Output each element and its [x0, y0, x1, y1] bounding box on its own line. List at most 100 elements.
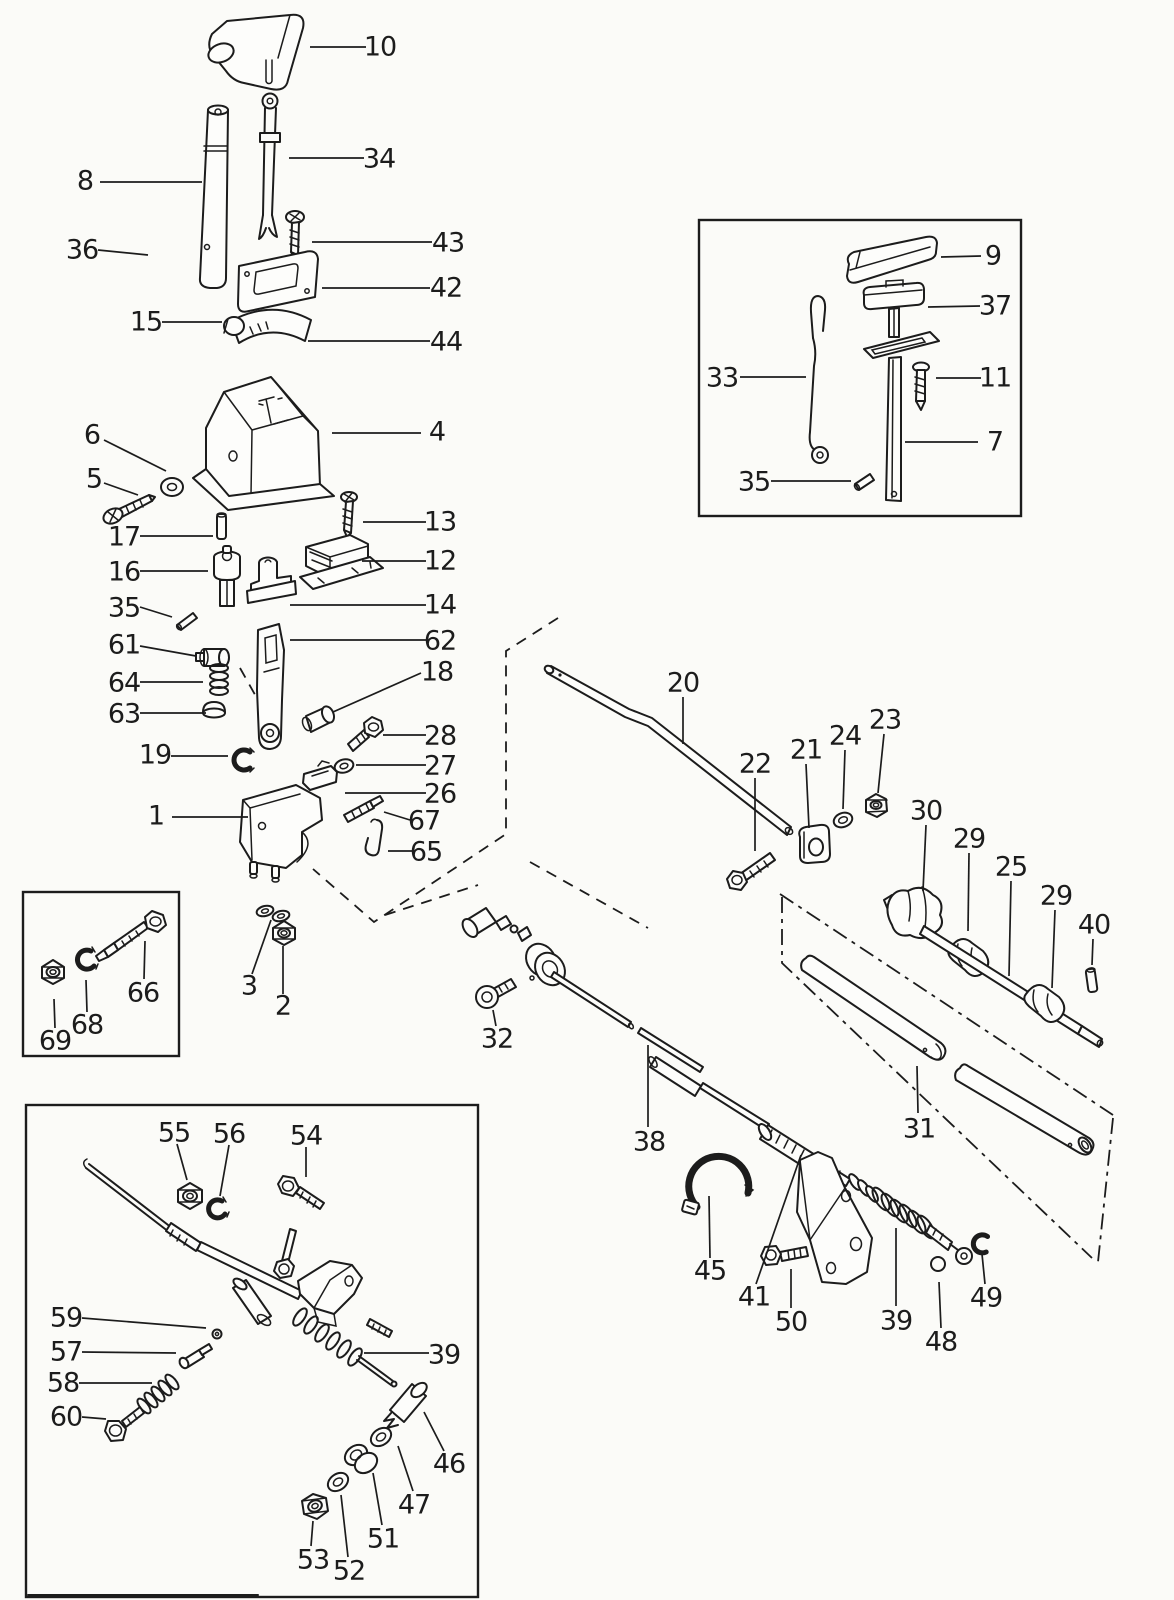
part-35-pin-left: [175, 612, 198, 631]
callout-label-27: 27: [424, 751, 456, 782]
callout-69: 69: [39, 998, 72, 1057]
callout-30: 30: [910, 796, 943, 892]
callout-45: 45: [694, 1195, 727, 1287]
callout-16: 16: [108, 557, 208, 588]
callout-label-40: 40: [1078, 910, 1110, 941]
part-57-fitting: [178, 1343, 213, 1370]
part-3-washers: [255, 904, 291, 923]
callout-label-54: 54: [290, 1121, 322, 1152]
callout-label-29: 29: [953, 824, 985, 855]
part-39-cable-assembly: [83, 1158, 398, 1388]
callout-label-56: 56: [213, 1119, 245, 1150]
callout-61: 61: [108, 630, 197, 661]
callout-label-6: 6: [84, 420, 100, 451]
callout-29: 29: [1040, 881, 1073, 989]
callout-label-45: 45: [694, 1256, 726, 1287]
callout-label-35: 35: [738, 467, 770, 498]
callout-label-9: 9: [985, 241, 1001, 272]
part-31-tube-a: [800, 954, 947, 1061]
part-48-oring: [930, 1256, 946, 1272]
part-68-circlip: [75, 946, 99, 972]
part-16-bushing: [213, 545, 241, 607]
part-22-bolt: [726, 852, 776, 891]
callout-34: 34: [289, 144, 396, 175]
part-38-shift-cable: [461, 907, 770, 1131]
part-49-circlip: [970, 1232, 991, 1256]
callout-3: 3: [241, 919, 272, 1002]
callout-9: 9: [940, 241, 1002, 272]
callout-67: 67: [383, 806, 441, 837]
callout-35: 35: [108, 593, 173, 624]
part-2-nut: [272, 920, 296, 946]
cable-mount-bracket: [796, 1151, 873, 1285]
inset-box-small: [21, 890, 181, 1058]
part-42-cover-plate: [237, 250, 319, 313]
callout-label-18: 18: [421, 657, 453, 688]
callout-label-52: 52: [333, 1556, 365, 1587]
callout-label-62: 62: [424, 626, 456, 657]
callout-label-25: 25: [995, 852, 1027, 883]
callout-4: 4: [332, 417, 446, 448]
callout-label-47: 47: [398, 1490, 430, 1521]
part-34-inner-rod: [258, 92, 281, 240]
part-24-washer: [832, 811, 854, 829]
callout-57: 57: [50, 1337, 177, 1368]
callout-10: 10: [310, 32, 397, 63]
part-51-bushing: [343, 1443, 379, 1475]
part-28-bolt: [347, 716, 384, 752]
part-1-support-bracket: [239, 784, 323, 883]
callout-label-66: 66: [127, 978, 159, 1009]
callout-46: 46: [423, 1411, 466, 1480]
callout-label-65: 65: [410, 837, 442, 868]
part-10-gear-knob: [207, 13, 305, 91]
callout-24: 24: [829, 721, 862, 810]
callout-41: 41: [738, 1154, 802, 1313]
part-17-pin: [216, 512, 227, 540]
callout-64: 64: [108, 668, 203, 699]
part-30-boot: [883, 886, 943, 939]
part-66-bolt: [95, 910, 167, 962]
callout-label-19: 19: [139, 740, 171, 771]
part-12-switch-block: [299, 534, 384, 590]
part-64-spring: [209, 663, 229, 696]
callout-19: 19: [139, 740, 228, 771]
part-65-hook: [364, 818, 384, 857]
callout-47: 47: [397, 1445, 431, 1521]
callout-43: 43: [312, 228, 465, 259]
part-50-bolt: [760, 1245, 809, 1266]
part-29-clip-b: [1023, 984, 1066, 1023]
callout-label-50: 50: [775, 1307, 807, 1338]
callout-12: 12: [362, 546, 457, 577]
part-69-nut: [41, 959, 65, 985]
callout-54: 54: [290, 1121, 323, 1177]
callout-label-28: 28: [424, 721, 456, 752]
callout-label-36: 36: [66, 235, 98, 266]
callout-label-30: 30: [910, 796, 942, 827]
callout-label-8: 8: [77, 166, 93, 197]
callout-56: 56: [213, 1119, 246, 1197]
callout-label-1: 1: [148, 801, 164, 832]
part-46-connector: [383, 1381, 428, 1429]
callout-21: 21: [790, 735, 823, 829]
callout-17: 17: [108, 522, 213, 553]
callout-label-57: 57: [50, 1337, 82, 1368]
callout-label-13: 13: [424, 507, 456, 538]
callout-label-7: 7: [987, 427, 1003, 458]
callout-label-24: 24: [829, 721, 861, 752]
part-60-bolt: [104, 1406, 145, 1442]
callout-60: 60: [50, 1402, 107, 1433]
callout-label-23: 23: [869, 705, 901, 736]
callout-39: 39: [364, 1340, 461, 1371]
callout-23: 23: [869, 705, 902, 794]
callout-8: 8: [77, 166, 202, 197]
construction-lines: [312, 617, 1114, 1263]
part-4-shift-housing: [192, 376, 335, 511]
part-37-t-handle: [862, 279, 925, 338]
callout-31: 31: [903, 1065, 936, 1145]
callout-55: 55: [158, 1118, 191, 1181]
callout-label-60: 60: [50, 1402, 82, 1433]
callout-38: 38: [633, 1045, 666, 1158]
callout-label-53: 53: [297, 1545, 329, 1576]
callout-29: 29: [953, 824, 986, 932]
